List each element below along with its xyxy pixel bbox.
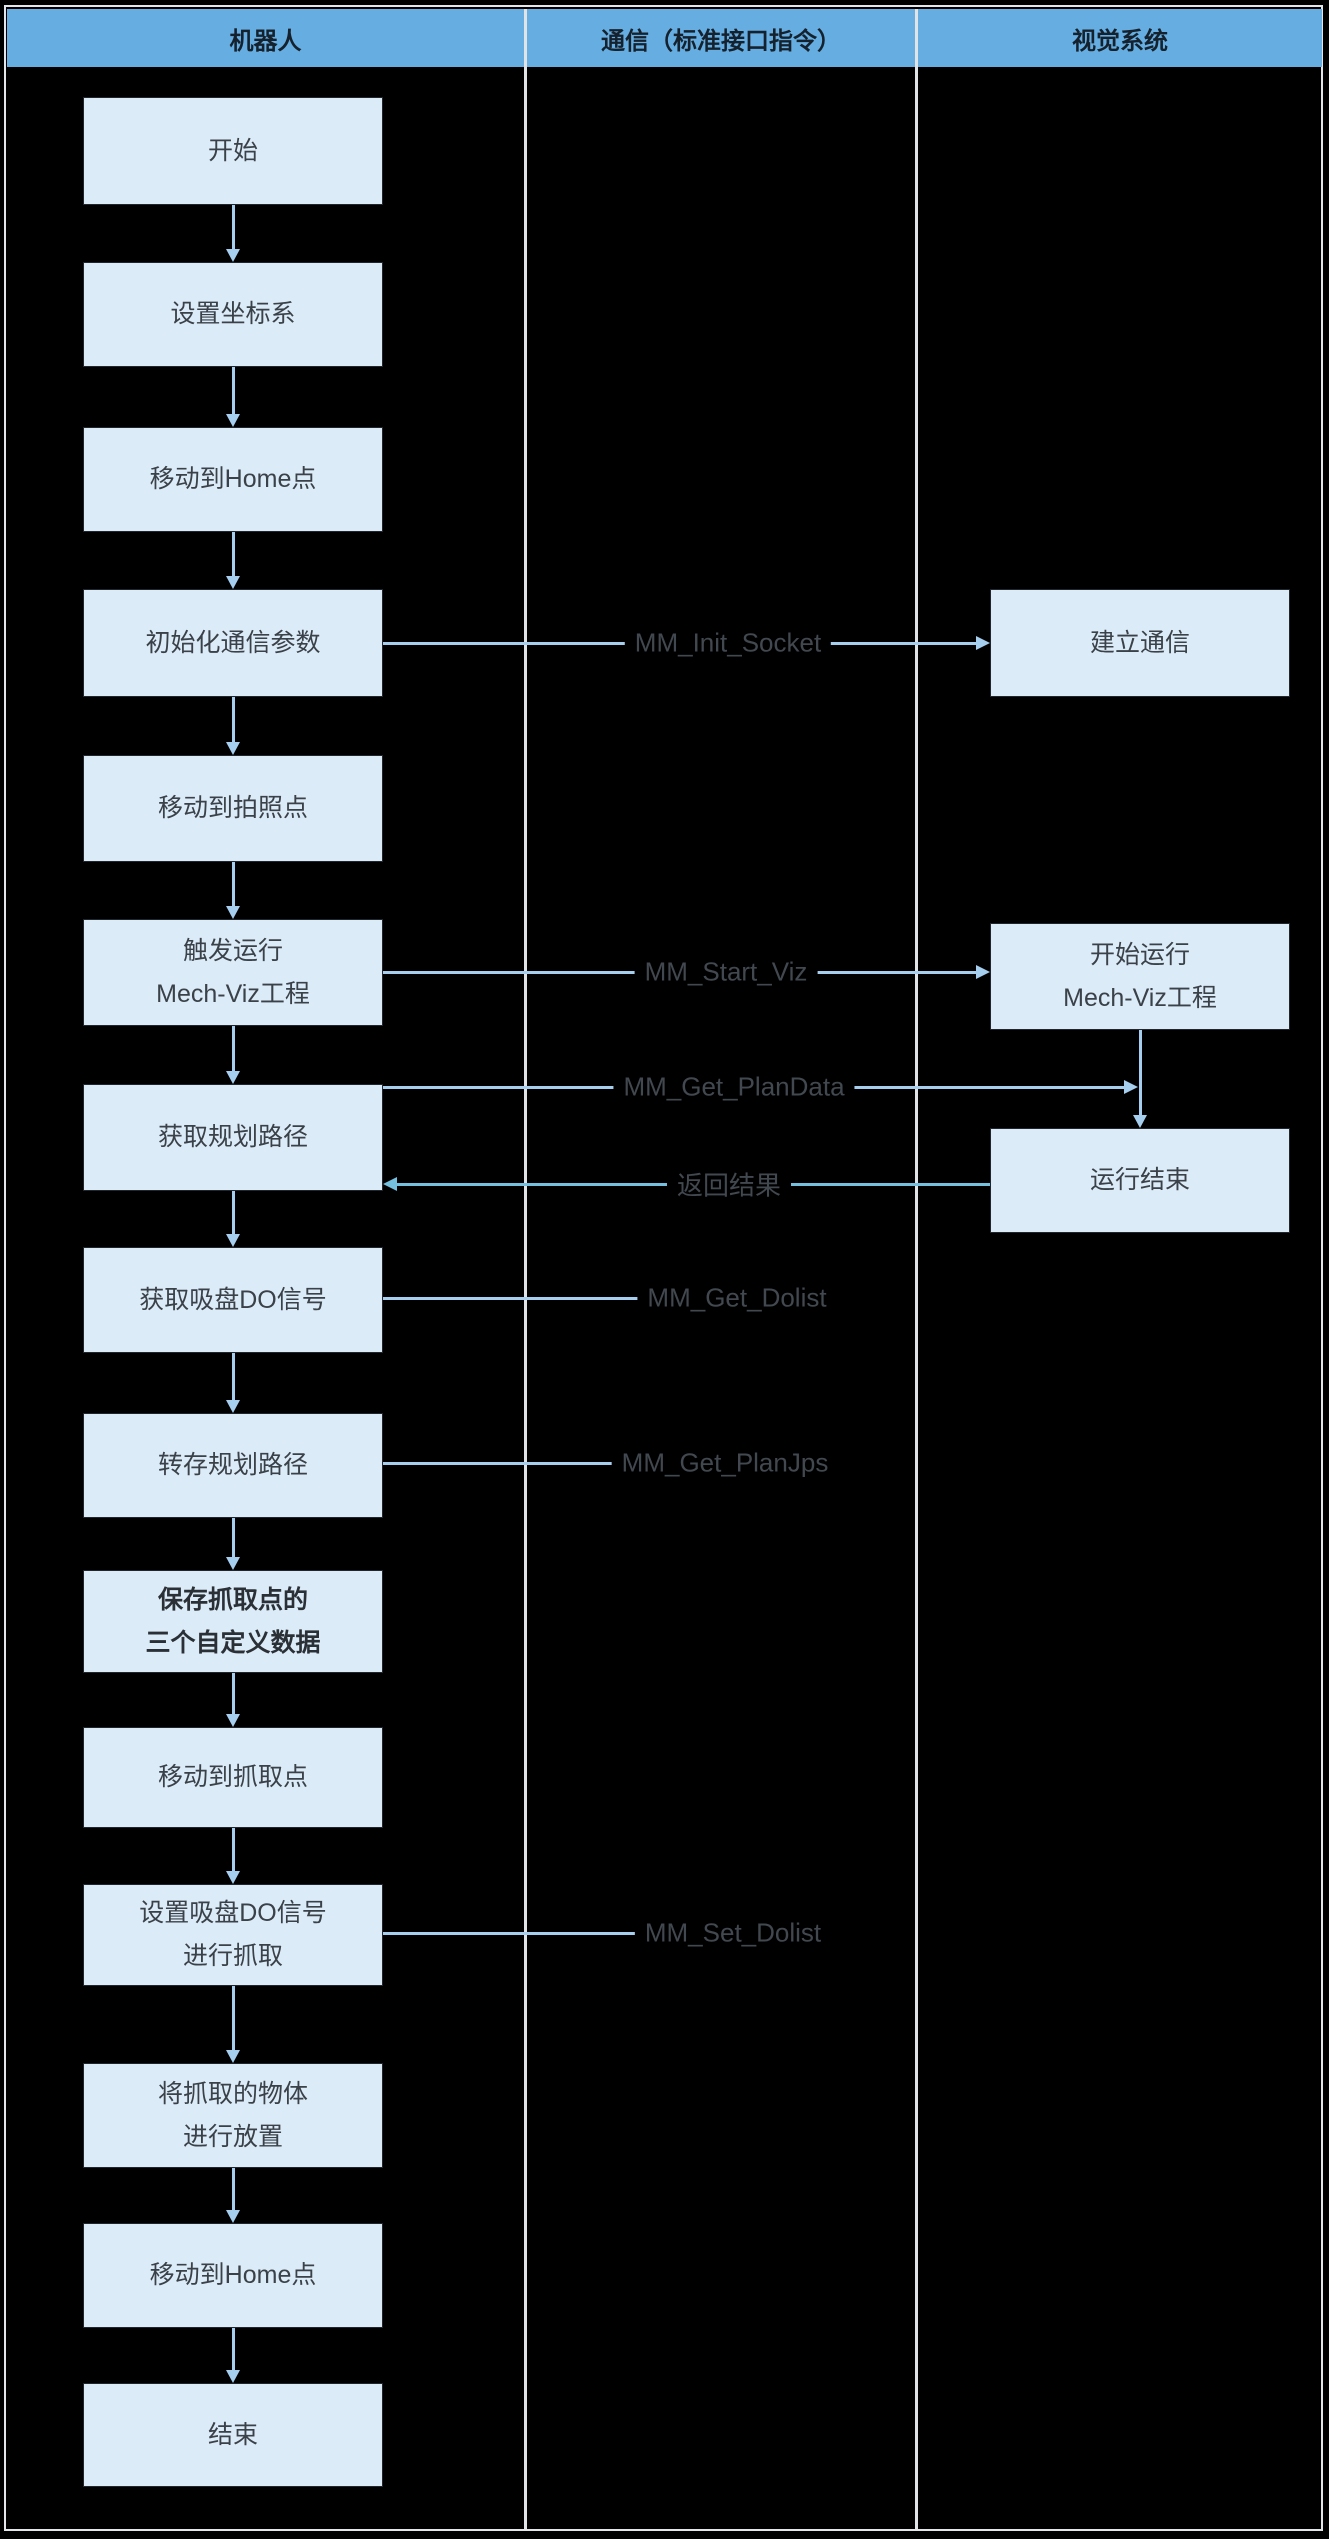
arrowhead-down-icon	[1133, 1115, 1147, 1128]
command-line	[383, 1462, 620, 1465]
arrowhead-down-icon	[226, 1400, 240, 1413]
flow-box-move-photo: 移动到拍照点	[83, 755, 383, 862]
header-band	[7, 9, 1322, 67]
arrowhead-down-icon	[226, 1714, 240, 1727]
column-header-vision: 视觉系统	[1072, 27, 1168, 55]
flow-arrow-line	[232, 1828, 235, 1872]
column-separator-1	[524, 9, 527, 2529]
flow-arrow-line	[232, 1026, 235, 1072]
flow-arrow-line	[232, 532, 235, 577]
flow-arrow-line	[1139, 1030, 1142, 1116]
flow-arrow-line	[232, 2168, 235, 2211]
command-line	[383, 1932, 640, 1935]
flow-arrow-line	[232, 862, 235, 907]
arrowhead-right-icon	[976, 965, 990, 979]
flow-box-init-comm: 初始化通信参数	[83, 589, 383, 697]
arrowhead-down-icon	[226, 1234, 240, 1247]
command-label-init-socket: MM_Init_Socket	[624, 624, 832, 662]
command-line	[383, 1297, 640, 1300]
flow-box-get-do-signal: 获取吸盘DO信号	[83, 1247, 383, 1353]
diagram-frame	[4, 5, 1323, 2531]
flow-box-move-grasp: 移动到抓取点	[83, 1727, 383, 1828]
arrowhead-down-icon	[226, 906, 240, 919]
flow-box-set-do-grasp: 设置吸盘DO信号 进行抓取	[83, 1884, 383, 1986]
flow-arrow-line	[232, 697, 235, 743]
flow-box-store-plan-path: 转存规划路径	[83, 1413, 383, 1518]
flow-arrow-line	[232, 1353, 235, 1401]
arrowhead-down-icon	[226, 1557, 240, 1570]
flow-box-get-plan-path: 获取规划路径	[83, 1084, 383, 1191]
flow-arrow-line	[232, 1518, 235, 1558]
command-label-set-dolist: MM_Set_Dolist	[634, 1914, 832, 1952]
arrowhead-down-icon	[226, 2050, 240, 2063]
arrowhead-down-icon	[226, 2210, 240, 2223]
command-label-return-result: 返回结果	[666, 1162, 792, 1206]
flow-arrow-line	[232, 1986, 235, 2051]
flow-box-save-custom-data: 保存抓取点的 三个自定义数据	[83, 1570, 383, 1673]
arrowhead-down-icon	[226, 1871, 240, 1884]
command-label-get-plandata: MM_Get_PlanData	[613, 1068, 855, 1106]
flow-arrow-line	[232, 1191, 235, 1235]
flow-box-end: 结束	[83, 2383, 383, 2487]
arrowhead-down-icon	[226, 742, 240, 755]
flow-arrow-line	[232, 1673, 235, 1715]
flow-box-start-viz-run: 开始运行 Mech-Viz工程	[990, 923, 1290, 1030]
flow-box-run-end: 运行结束	[990, 1128, 1290, 1233]
arrowhead-down-icon	[226, 414, 240, 427]
flow-arrow-line	[232, 205, 235, 250]
arrowhead-down-icon	[226, 576, 240, 589]
arrowhead-right-icon	[976, 636, 990, 650]
column-separator-2	[915, 9, 918, 2529]
arrowhead-left-icon	[383, 1177, 397, 1191]
column-header-robot: 机器人	[229, 27, 302, 55]
command-label-get-planjps: MM_Get_PlanJps	[611, 1444, 839, 1482]
command-label-start-viz: MM_Start_Viz	[634, 953, 818, 991]
flow-box-move-home-2: 移动到Home点	[83, 2223, 383, 2328]
flow-arrow-line	[232, 367, 235, 415]
flow-arrow-line	[232, 2328, 235, 2371]
arrowhead-down-icon	[226, 1071, 240, 1084]
flow-box-establish-comm: 建立通信	[990, 589, 1290, 697]
flow-box-move-home-1: 移动到Home点	[83, 427, 383, 532]
arrowhead-down-icon	[226, 249, 240, 262]
arrowhead-right-icon	[1124, 1080, 1138, 1094]
flow-box-set-coordinate: 设置坐标系	[83, 262, 383, 367]
flow-box-trigger-viz: 触发运行 Mech-Viz工程	[83, 919, 383, 1026]
flow-box-place-object: 将抓取的物体 进行放置	[83, 2063, 383, 2168]
flow-box-start: 开始	[83, 97, 383, 205]
arrowhead-down-icon	[226, 2370, 240, 2383]
command-label-get-dolist: MM_Get_Dolist	[637, 1279, 837, 1317]
column-header-comm: 通信（标准接口指令）	[601, 27, 841, 55]
